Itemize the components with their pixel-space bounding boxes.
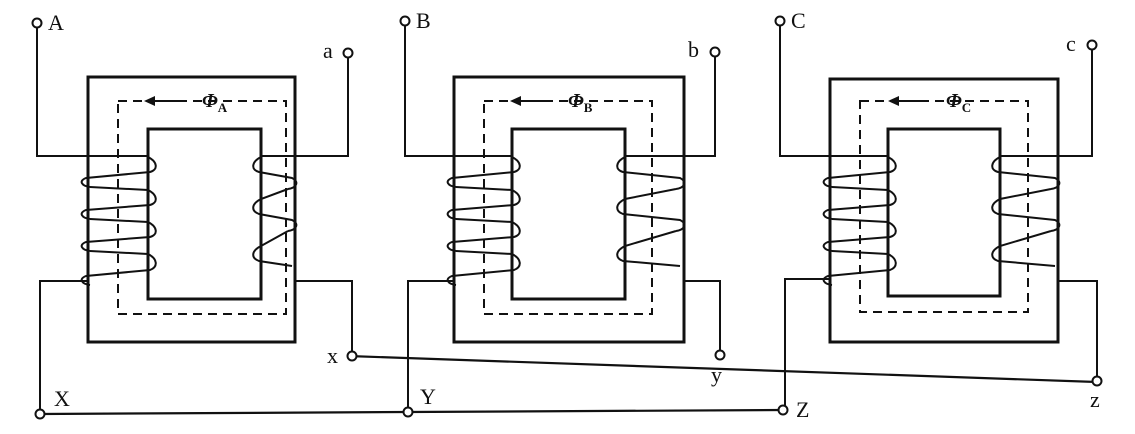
core-outer: [452, 75, 686, 344]
terminal-a: [342, 47, 354, 59]
transformer-unit-b: ΦB B Y b y: [399, 8, 726, 418]
label-c: c: [1066, 31, 1076, 56]
flux-arrowhead: [144, 96, 155, 106]
transformer-unit-a: ΦA A X a: [31, 10, 358, 420]
label-B: B: [416, 8, 431, 33]
core-window: [510, 127, 627, 301]
core-outer: [828, 77, 1060, 344]
flux-label-a: ΦA: [202, 90, 228, 115]
label-Z: Z: [796, 397, 809, 422]
primary-lead-a: [36, 26, 148, 157]
primary-return-a: [39, 280, 88, 411]
label-x: x: [327, 343, 338, 368]
primary-coil-a: [80, 156, 157, 286]
core-outer: [86, 75, 297, 344]
label-Y: Y: [420, 384, 436, 409]
primary-coil-c: [822, 156, 897, 286]
terminal-y: [714, 349, 726, 361]
secondary-return-b: [684, 280, 721, 351]
secondary-lead-b: [625, 55, 716, 157]
label-a: a: [323, 38, 333, 63]
secondary-neutral-bus: [347, 354, 1098, 384]
primary-lead-c: [779, 24, 888, 157]
terminal-Y: [402, 406, 414, 418]
secondary-coil-c: [991, 156, 1061, 267]
secondary-coil-b: [616, 156, 686, 267]
flux-label-c: ΦC: [946, 90, 971, 115]
terminal-z: [1091, 375, 1103, 387]
core-window: [146, 127, 263, 301]
terminal-A: [31, 17, 43, 29]
primary-lead-b: [404, 24, 512, 157]
flux-path: [117, 100, 287, 315]
primary-return-b: [407, 280, 454, 409]
secondary-return-c: [1058, 280, 1098, 377]
terminal-B: [399, 15, 411, 27]
secondary-return-a: [295, 280, 353, 354]
terminal-X: [34, 408, 46, 420]
terminal-Z: [777, 404, 789, 416]
label-y: y: [711, 362, 722, 387]
label-z: z: [1090, 387, 1100, 412]
terminal-x: [346, 350, 358, 362]
primary-return-c: [784, 278, 830, 407]
label-A: A: [48, 10, 64, 35]
label-b: b: [688, 37, 699, 62]
flux-arrowhead: [510, 96, 521, 106]
flux-path: [859, 100, 1029, 313]
terminal-C: [774, 15, 786, 27]
label-X: X: [54, 386, 70, 411]
flux-label-b: ΦB: [568, 90, 593, 115]
terminal-b: [709, 46, 721, 58]
primary-coil-b: [446, 156, 521, 286]
flux-path: [483, 100, 653, 315]
secondary-lead-c: [1000, 48, 1093, 157]
secondary-coil-a: [252, 156, 298, 267]
flux-arrowhead: [888, 96, 899, 106]
secondary-lead-a: [261, 56, 349, 157]
label-C: C: [791, 8, 806, 33]
transformer-unit-c: ΦC C Z c z: [774, 8, 1103, 422]
core-window: [886, 127, 1002, 298]
terminal-c: [1086, 39, 1098, 51]
